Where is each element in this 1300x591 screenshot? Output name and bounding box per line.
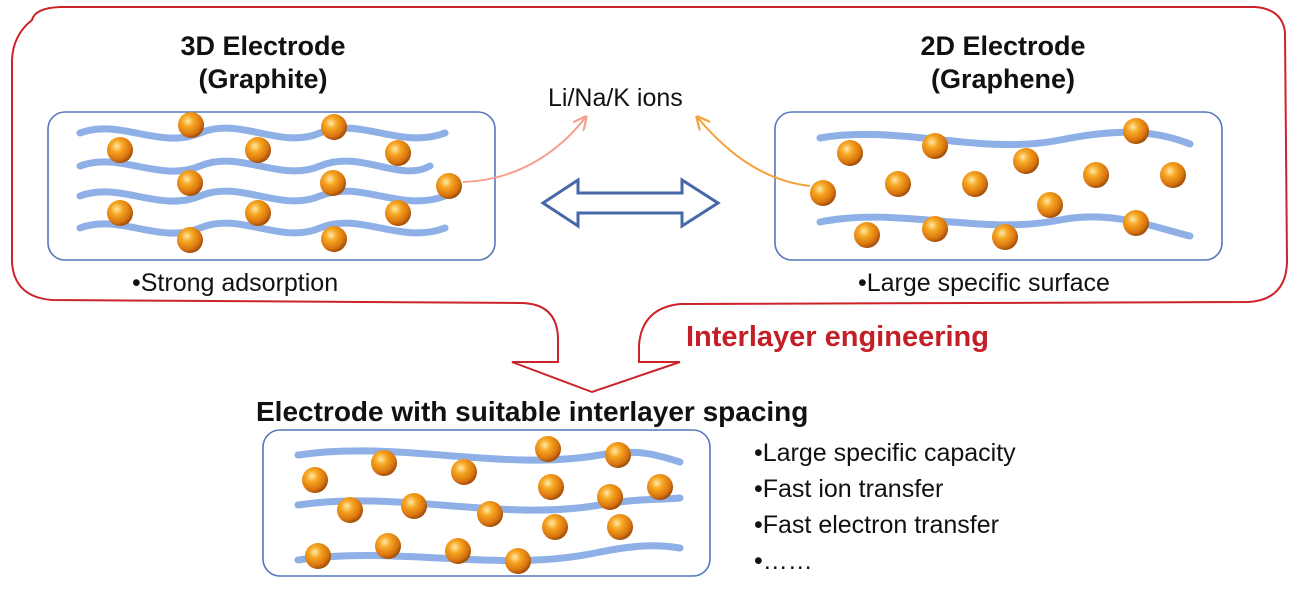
ion-sphere-icon [854, 222, 880, 248]
ion-sphere-icon [1083, 162, 1109, 188]
right-electrode-title: 2D Electrode (Graphene) [858, 30, 1148, 96]
ion-sphere-icon [647, 474, 673, 500]
ion-sphere-icon [451, 459, 477, 485]
left-electrode-title-line1: 3D Electrode [180, 31, 346, 61]
graphite-layer [76, 124, 449, 142]
feature-item: •Fast ion transfer [754, 475, 944, 503]
ion-sphere-icon [445, 538, 471, 564]
ion-sphere-icon [305, 543, 331, 569]
ion-sphere-icon [962, 171, 988, 197]
left-electrode-title: 3D Electrode (Graphite) [118, 30, 408, 96]
ions [107, 112, 1186, 574]
ion-release-arrow-left [462, 118, 585, 183]
double-headed-arrow-icon [540, 177, 721, 229]
feature-item: •…… [754, 547, 813, 575]
right-electrode-title-line2: (Graphene) [930, 64, 1076, 94]
electrode-layer [294, 542, 684, 565]
right-electrode-feature: •Large specific surface [858, 269, 1110, 297]
ion-sphere-icon [1123, 118, 1149, 144]
ion-sphere-icon [320, 170, 346, 196]
process-outline-arrow [11, 6, 1289, 394]
ion-sphere-icon [401, 493, 427, 519]
ion-sphere-icon [375, 533, 401, 559]
right-electrode-title-line1: 2D Electrode [920, 31, 1086, 61]
ion-sphere-icon [177, 227, 203, 253]
ion-sphere-icon [1037, 192, 1063, 218]
graphite-layer [76, 187, 449, 205]
bottom-electrode-title: Electrode with suitable interlayer spaci… [256, 396, 809, 427]
ion-sphere-icon [321, 226, 347, 252]
ion-sphere-icon [607, 514, 633, 540]
ion-sphere-icon [107, 137, 133, 163]
left-electrode-feature: •Strong adsorption [132, 269, 339, 297]
ion-sphere-icon [885, 171, 911, 197]
ion-sphere-icon [922, 133, 948, 159]
electrode-layer [294, 494, 684, 514]
ion-sphere-icon [505, 548, 531, 574]
bottom-electrode-features: •Large specific capacity •Fast ion trans… [754, 438, 1016, 576]
ion-sphere-icon [177, 170, 203, 196]
ion-sphere-icon [477, 501, 503, 527]
ion-sphere-icon [922, 216, 948, 242]
right-electrode-panel [774, 111, 1223, 261]
feature-item: •Large specific capacity [754, 439, 1016, 467]
ion-sphere-icon [107, 200, 133, 226]
ion-sphere-icon [597, 484, 623, 510]
ion-sphere-icon [810, 180, 836, 206]
ion-sphere-icon [1160, 162, 1186, 188]
ion-sphere-icon [245, 137, 271, 163]
ion-sphere-icon [992, 224, 1018, 250]
ion-sphere-icon [178, 112, 204, 138]
ion-sphere-icon [1013, 148, 1039, 174]
ion-sphere-icon [1123, 210, 1149, 236]
ion-sphere-icon [837, 140, 863, 166]
ion-sphere-icon [371, 450, 397, 476]
ion-sphere-icon [337, 497, 363, 523]
ion-sphere-icon [245, 200, 271, 226]
left-electrode-title-line2: (Graphite) [198, 64, 328, 94]
feature-item: •Fast electron transfer [754, 511, 999, 539]
interlayer-engineering-label: Interlayer engineering [686, 321, 989, 353]
ion-sphere-icon [436, 173, 462, 199]
graphite-layer [76, 219, 449, 237]
ion-sphere-icon [542, 514, 568, 540]
ion-sphere-icon [385, 140, 411, 166]
ion-sphere-icon [605, 442, 631, 468]
ion-sphere-icon [538, 474, 564, 500]
left-graphite-layers [76, 124, 449, 237]
ions-label: Li/Na/K ions [548, 84, 683, 112]
ion-sphere-icon [321, 114, 347, 140]
ion-release-arrow-right [698, 118, 811, 187]
ion-sphere-icon [302, 467, 328, 493]
left-electrode-panel [47, 111, 496, 261]
ion-sphere-icon [385, 200, 411, 226]
ion-sphere-icon [535, 436, 561, 462]
graphite-layer [76, 157, 434, 175]
